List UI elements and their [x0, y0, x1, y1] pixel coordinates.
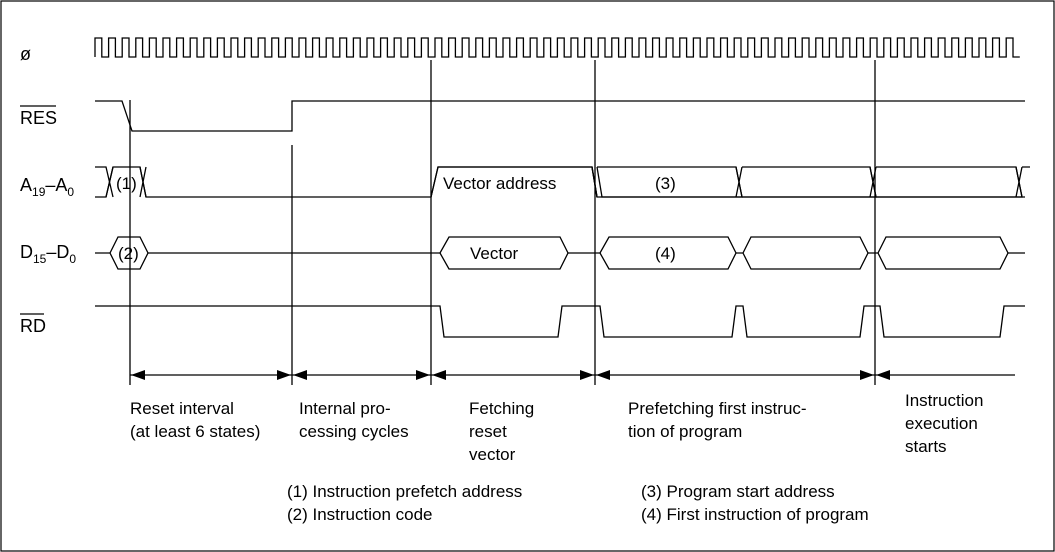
phase-reset-line2: (at least 6 states) [130, 422, 260, 441]
addr-marker-1: (1) [116, 174, 137, 193]
phase-prefetch-line1: Prefetching first instruc- [628, 399, 807, 418]
data-marker-2: (2) [118, 244, 139, 263]
phase-prefetch-line2: tion of program [628, 422, 742, 441]
phase-arrows [130, 370, 1015, 380]
program-start-marker-3: (3) [655, 174, 676, 193]
first-instruction-marker-4: (4) [655, 244, 676, 263]
phase-reset-line1: Reset interval [130, 399, 234, 418]
phase-fetch-line2: reset [469, 422, 507, 441]
note-3: (3) Program start address [641, 482, 835, 501]
vector-address-label: Vector address [443, 174, 556, 193]
address-signal-label: A19–A0 [20, 175, 74, 199]
svg-text:A19–A0: A19–A0 [20, 175, 74, 199]
phase-internal-line2: cessing cycles [299, 422, 409, 441]
phase-labels: Reset interval (at least 6 states) Inter… [130, 391, 983, 464]
reset-waveform [95, 100, 1025, 132]
phase-boundaries [129, 60, 876, 385]
clock-waveform [94, 37, 1020, 58]
footnotes: (1) Instruction prefetch address (2) Ins… [287, 482, 869, 524]
phase-exec-line1: Instruction [905, 391, 983, 410]
phase-internal-line1: Internal pro- [299, 399, 391, 418]
read-waveform [95, 305, 1025, 338]
phase-fetch-line3: vector [469, 445, 516, 464]
note-1: (1) Instruction prefetch address [287, 482, 522, 501]
data-bus-waveform [95, 236, 1025, 270]
svg-text:D15–D0: D15–D0 [20, 242, 76, 266]
vector-label: Vector [470, 244, 519, 263]
phase-fetch-line1: Fetching [469, 399, 534, 418]
phase-exec-line3: starts [905, 437, 947, 456]
data-signal-label: D15–D0 [20, 242, 76, 266]
address-bus-waveform [95, 166, 1030, 198]
clock-signal-label: ø [20, 44, 31, 64]
note-4: (4) First instruction of program [641, 505, 869, 524]
note-2: (2) Instruction code [287, 505, 433, 524]
reset-signal-label: RES [20, 108, 57, 128]
read-signal-label: RD [20, 316, 46, 336]
phase-exec-line2: execution [905, 414, 978, 433]
